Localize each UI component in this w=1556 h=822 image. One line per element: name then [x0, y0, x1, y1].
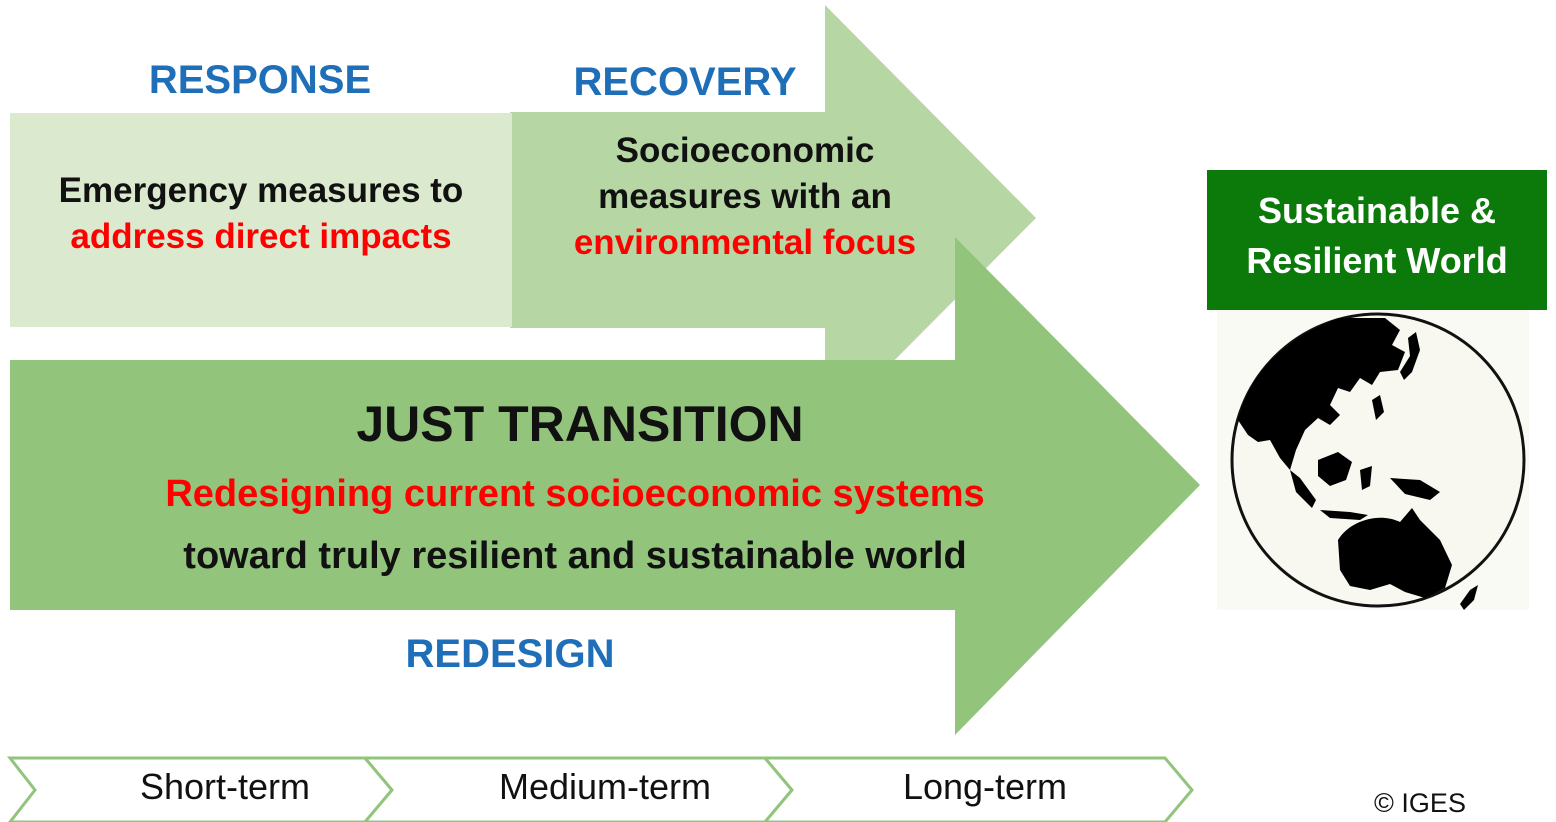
timeline-long-term: Long-term	[902, 766, 1068, 807]
redesign-text-line1: Redesigning current socioeconomic system…	[165, 473, 985, 515]
response-text-line1: Emergency measures to	[58, 171, 464, 210]
timeline	[6, 756, 1194, 822]
timeline-medium-term: Medium-term	[498, 766, 712, 807]
recovery-text-line3: environmental focus	[573, 223, 917, 263]
copyright: © IGES	[1374, 788, 1466, 818]
recovery-text-line1: Socioeconomic	[615, 131, 875, 170]
goal-text-line2: Resilient World	[1246, 240, 1508, 282]
goal-box	[1207, 170, 1547, 310]
recovery-text: Socioeconomic measures with an environme…	[510, 128, 980, 267]
response-text-line2: address direct impacts	[70, 216, 452, 256]
timeline-short-term: Short-term	[139, 766, 311, 807]
response-box	[10, 113, 512, 327]
redesign-title: JUST TRANSITION	[356, 396, 804, 452]
recovery-label: RECOVERY	[573, 60, 797, 104]
goal-text-line1: Sustainable &	[1257, 190, 1497, 231]
goal-text: Sustainable & Resilient World	[1207, 186, 1547, 287]
redesign-arrow	[10, 237, 1200, 735]
recovery-arrow	[510, 5, 1036, 430]
response-text: Emergency measures to address direct imp…	[14, 168, 508, 259]
response-label: RESPONSE	[148, 58, 372, 102]
redesign-text-line2: toward truly resilient and sustainable w…	[183, 535, 967, 577]
recovery-text-line2: measures with an	[598, 177, 892, 217]
globe-icon	[1230, 312, 1526, 610]
timeline-segment-3	[761, 756, 1194, 822]
redesign-label: REDESIGN	[405, 632, 615, 676]
